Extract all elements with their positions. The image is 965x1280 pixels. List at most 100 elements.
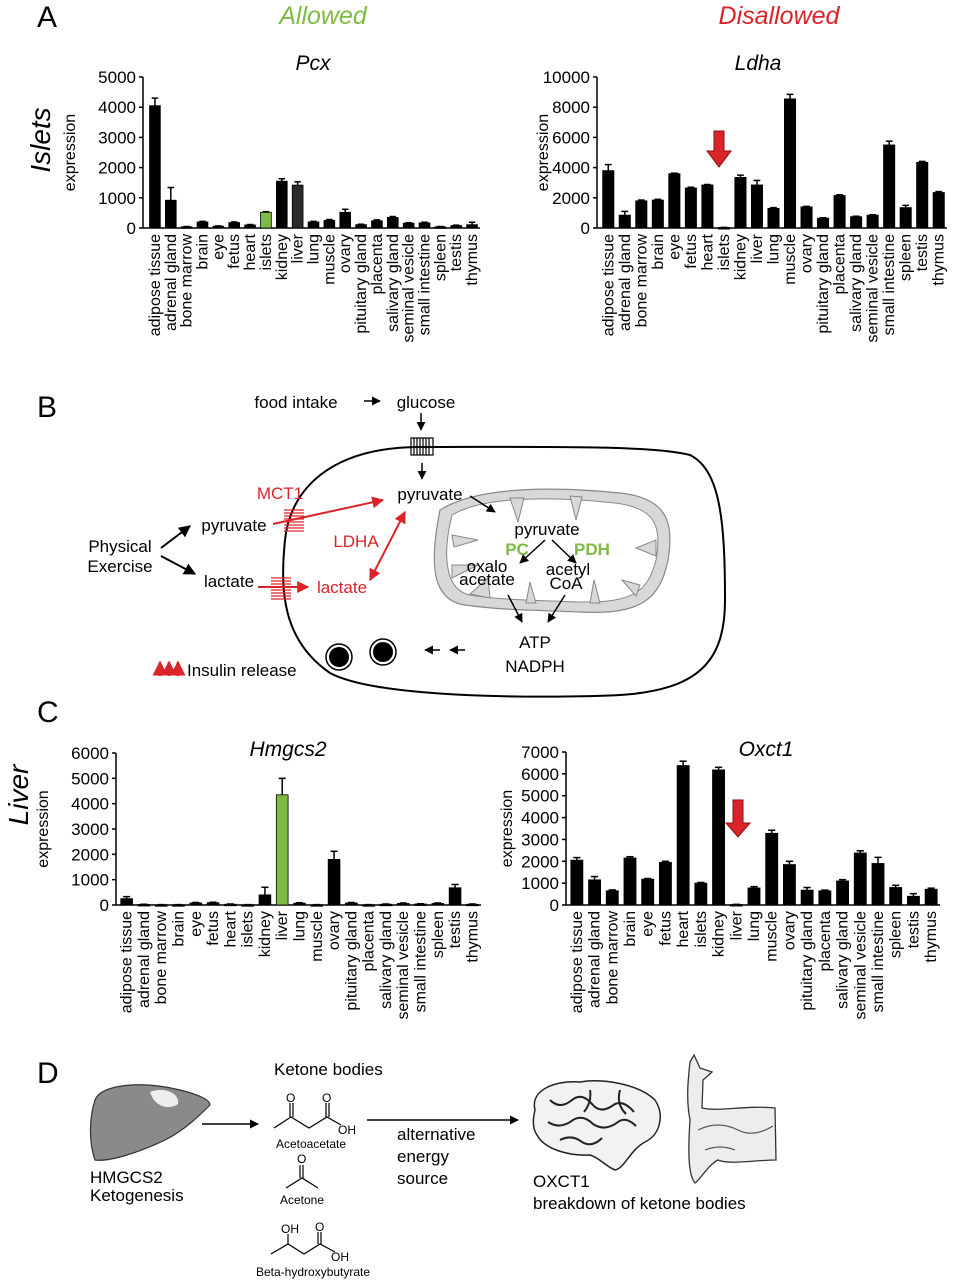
- panel-letter-d: D: [37, 1057, 59, 1090]
- x-tick-label: heart: [675, 910, 692, 947]
- hydroxyl-label: OH: [281, 1222, 299, 1236]
- y-tick-label: 6000: [71, 744, 109, 763]
- oxygen-label: O: [297, 1152, 306, 1166]
- glucose-transporter-icon: [410, 437, 434, 456]
- chart-oxct1: Oxct1expression0100020003000400050006000…: [499, 738, 940, 1019]
- bar: [450, 225, 463, 229]
- acetoacetate-label: Acetoacetate: [276, 1137, 346, 1151]
- bar: [418, 222, 431, 229]
- pyruvate-cell-label: pyruvate: [397, 485, 462, 504]
- bar: [747, 887, 761, 906]
- acetate-label: acetate: [459, 570, 515, 589]
- x-tick-label: muscle: [321, 234, 338, 285]
- x-tick-label: bone marrow: [633, 234, 650, 328]
- acetone-label: Acetone: [280, 1193, 324, 1207]
- x-tick-label: adrenal gland: [587, 911, 604, 1008]
- pc-label: PC: [505, 540, 529, 559]
- x-tick-label: small intestine: [413, 911, 430, 1012]
- x-tick-label: adrenal gland: [163, 234, 180, 331]
- y-tick-label: 10000: [543, 68, 590, 87]
- chart-title: Hmgcs2: [249, 738, 326, 761]
- source-label: source: [397, 1169, 448, 1188]
- hydroxyl-label: OH: [338, 1123, 356, 1137]
- x-tick-label: liver: [728, 910, 745, 940]
- x-tick-label: muscle: [309, 911, 326, 962]
- x-tick-label: pituitary gland: [799, 911, 816, 1011]
- bar: [371, 220, 383, 229]
- x-tick-label: islets: [258, 234, 275, 270]
- allowed-header: Allowed: [277, 2, 368, 30]
- y-tick-label: 0: [550, 896, 559, 915]
- bar: [712, 769, 725, 906]
- y-tick-label: 0: [127, 219, 136, 238]
- x-tick-label: kidney: [257, 911, 274, 957]
- x-tick-label: ovary: [799, 234, 816, 273]
- bar: [149, 105, 161, 229]
- x-tick-label: brain: [650, 234, 667, 270]
- exercise-label: Exercise: [87, 557, 152, 576]
- bar: [164, 199, 177, 229]
- bar: [734, 177, 747, 229]
- physical-label: Physical: [88, 537, 151, 556]
- diagram-d: HMGCS2 Ketogenesis Ketone bodies O O OH …: [89, 1053, 777, 1279]
- ldha-label: LDHA: [333, 532, 379, 551]
- bar: [293, 902, 306, 906]
- bar: [783, 864, 796, 906]
- acetyl-label: acetyl: [546, 560, 590, 579]
- arrow-icon: [160, 555, 197, 575]
- acetoacetate-structure-icon: [273, 1103, 342, 1129]
- x-tick-label: pituitary gland: [815, 234, 832, 334]
- x-tick-label: placenta: [817, 911, 834, 972]
- y-tick-label: 2000: [552, 189, 590, 208]
- atp-label: ATP: [519, 633, 551, 652]
- hmgcs2-label: HMGCS2: [90, 1168, 163, 1187]
- bar: [817, 217, 830, 229]
- x-tick-label: small intestine: [417, 234, 434, 335]
- y-tick-label: 2000: [98, 159, 136, 178]
- chart-title: Ldha: [735, 52, 782, 75]
- x-tick-label: kidney: [274, 234, 291, 280]
- bar: [916, 161, 929, 229]
- x-tick-label: kidney: [711, 911, 728, 957]
- chart-ldha: Ldhaexpression0200040006000800010000adip…: [535, 52, 948, 342]
- bar: [907, 895, 920, 906]
- arrow-icon: [519, 539, 546, 564]
- chart-title: Pcx: [295, 52, 332, 75]
- x-tick-label: adipose tissue: [600, 234, 617, 336]
- y-tick-label: 6000: [552, 128, 590, 147]
- y-tick-label: 4000: [98, 98, 136, 117]
- beta-hydroxybutyrate-label: Beta-hydroxybutyrate: [256, 1265, 370, 1279]
- arrow-icon: [272, 496, 385, 525]
- bar: [275, 180, 288, 229]
- bar: [899, 207, 912, 229]
- x-tick-label: thymus: [931, 234, 948, 286]
- pyruvate-ext-label: pyruvate: [201, 516, 266, 535]
- x-tick-label: adrenal gland: [136, 911, 153, 1008]
- x-tick-label: eye: [666, 234, 683, 260]
- y-axis-label: expression: [499, 790, 516, 867]
- x-tick-label: eye: [640, 911, 657, 937]
- y-tick-label: 2000: [71, 845, 109, 864]
- panel-letter-b: B: [37, 391, 57, 424]
- bar: [635, 200, 648, 229]
- x-tick-label: testis: [905, 911, 922, 948]
- chart-pcx: Pcxexpression010002000300040005000adipos…: [62, 52, 481, 342]
- glucose-label: glucose: [397, 393, 456, 412]
- diagram-b: food intake glucose pyruvate MCT1 pyruva…: [87, 393, 727, 698]
- disallowed-header: Disallowed: [719, 2, 841, 30]
- oxygen-label: O: [286, 1091, 295, 1105]
- bar: [833, 195, 846, 229]
- bar: [765, 832, 779, 906]
- y-tick-label: 3000: [71, 820, 109, 839]
- ketogenesis-label: Ketogenesis: [90, 1186, 184, 1205]
- y-axis-label: expression: [35, 790, 52, 867]
- x-tick-label: bone marrow: [153, 911, 170, 1005]
- x-tick-label: brain: [622, 911, 639, 947]
- bar: [641, 878, 655, 906]
- y-axis-label: expression: [62, 114, 79, 191]
- x-tick-label: thymus: [464, 234, 481, 286]
- oxygen-label: O: [315, 1220, 324, 1234]
- red-arrow-down-icon: [724, 799, 752, 838]
- y-tick-label: 4000: [71, 795, 109, 814]
- x-tick-label: adipose tissue: [119, 911, 136, 1013]
